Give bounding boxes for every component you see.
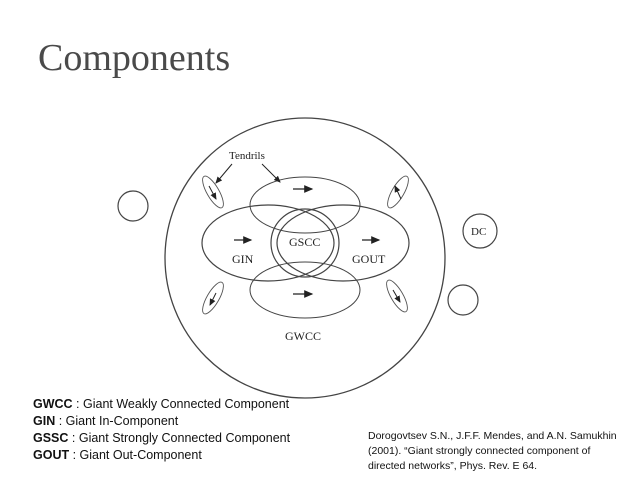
citation-line-2: (2001). “Giant strongly connected compon…: [368, 445, 591, 457]
tendril-arrow-bl: [209, 292, 217, 306]
upper-lens: [249, 176, 361, 234]
dc-circle-lower: [447, 284, 479, 316]
citation-line-1: Dorogovtsev S.N., J.F.F. Mendes, and A.N…: [368, 430, 617, 442]
legend-item-gssc: GSSC : Giant Strongly Connected Componen…: [33, 431, 291, 445]
tendrils-pointer-right: [261, 163, 281, 183]
legend-item-gin: GIN : Giant In-Component: [33, 414, 179, 428]
gscc-circle: [270, 208, 340, 278]
gscc-label: GSCC: [289, 235, 320, 249]
legend: GWCC : Giant Weakly Connected Component …: [33, 396, 290, 464]
dc-circle-labeled: [462, 213, 498, 249]
citation: Dorogovtsev S.N., J.F.F. Mendes, and A.N…: [368, 429, 630, 474]
gin-label: GIN: [232, 252, 254, 266]
tendril-top-right: [387, 175, 409, 209]
tendril-arrow-tl: [208, 185, 217, 200]
tendril-bottom-left: [202, 281, 224, 315]
citation-line-3: directed networks”, Phys. Rev. E 64.: [368, 460, 538, 472]
tendrils-pointer-left: [215, 163, 233, 184]
tendril-arrow-tr: [394, 185, 402, 200]
legend-item-gout: GOUT : Giant Out-Component: [33, 448, 202, 462]
tendrils-label: Tendrils: [229, 150, 265, 162]
slide-title: Components: [38, 37, 231, 79]
dc-label: DC: [471, 226, 486, 238]
gout-label: GOUT: [352, 252, 386, 266]
gin-ellipse: [201, 204, 335, 282]
gout-ellipse: [276, 204, 410, 282]
gwcc-label: GWCC: [285, 329, 321, 343]
tendril-top-left: [202, 175, 224, 209]
gwcc-circle: [164, 117, 446, 399]
dc-circle-left: [117, 190, 149, 222]
legend-item-gwcc: GWCC : Giant Weakly Connected Component: [33, 397, 290, 411]
tendril-bottom-right: [386, 279, 408, 313]
lower-lens: [249, 261, 361, 319]
tendril-arrow-br: [392, 289, 401, 303]
